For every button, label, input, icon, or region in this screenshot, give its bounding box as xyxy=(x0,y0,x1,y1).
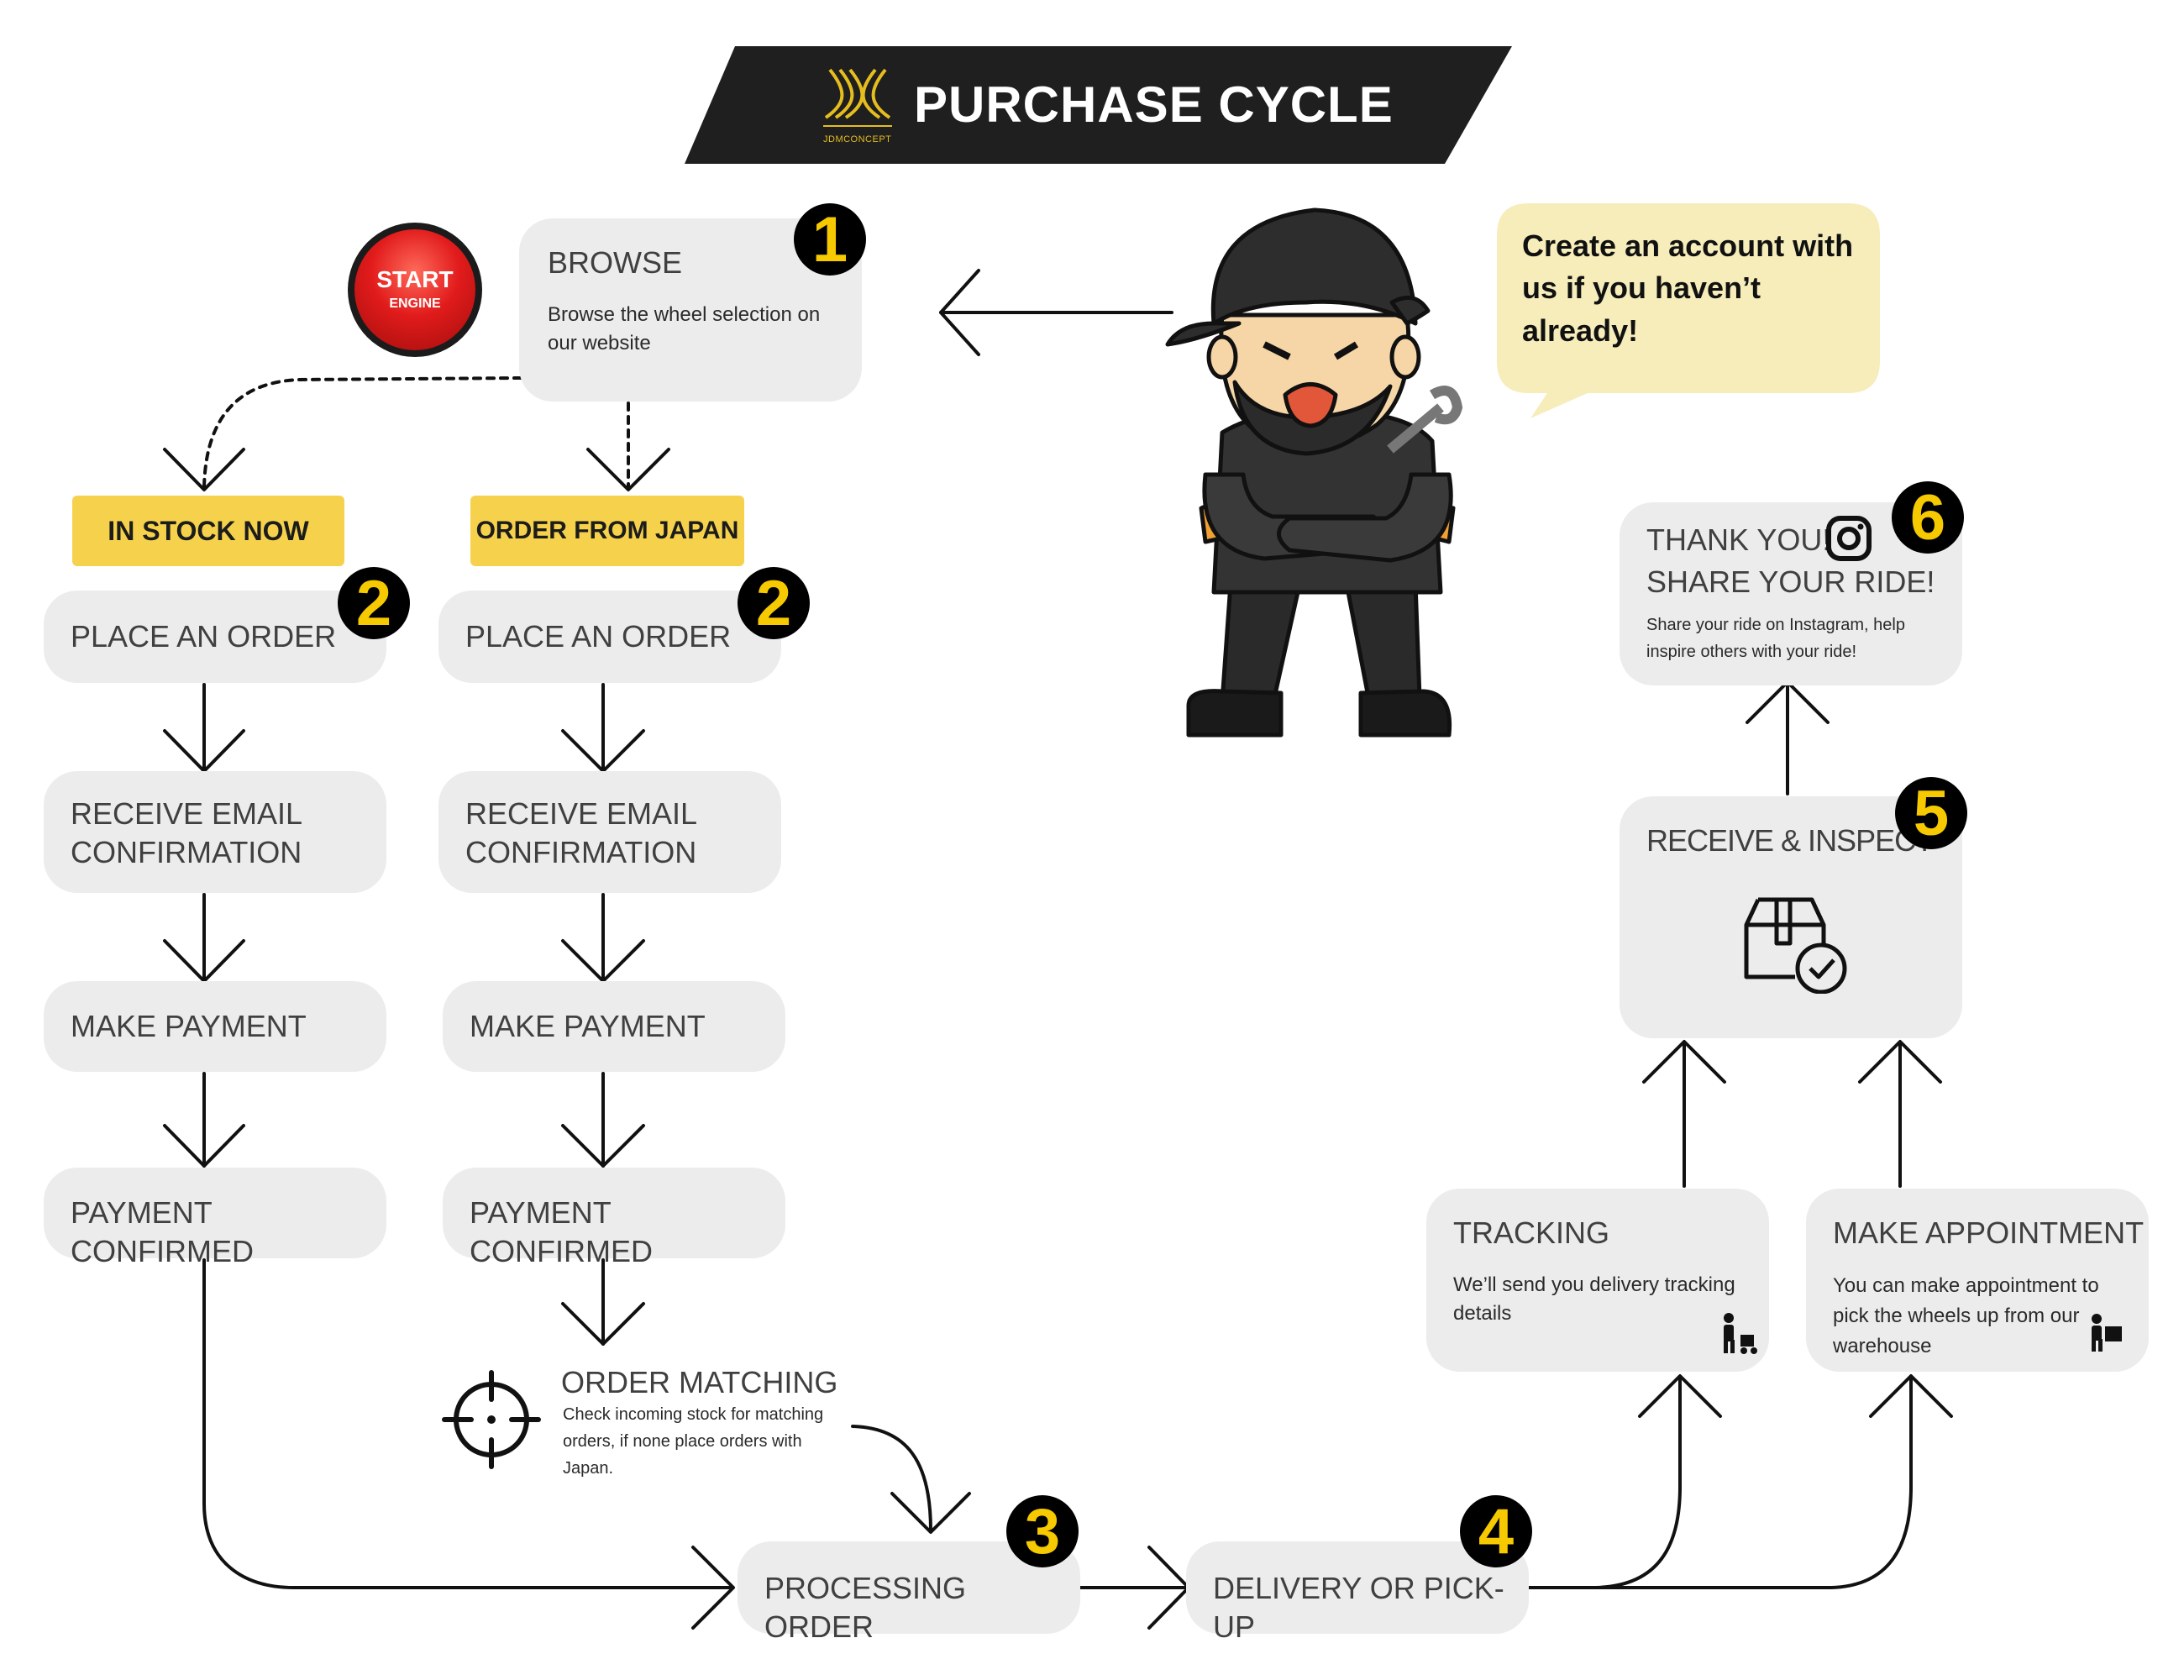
make-payment-box-japan[interactable]: MAKE PAYMENT xyxy=(443,981,785,1072)
header-banner xyxy=(685,46,1512,164)
step-badge-6: 6 xyxy=(1892,481,1964,554)
tag-order-from-japan: ORDER FROM JAPAN xyxy=(470,496,744,566)
step-badge-4: 4 xyxy=(1460,1495,1532,1567)
instagram-icon[interactable] xyxy=(1824,514,1873,563)
thank-you-title-line1: THANK YOU! xyxy=(1646,522,1831,557)
tag-in-stock-now: IN STOCK NOW xyxy=(72,496,344,566)
make-payment-title: MAKE PAYMENT xyxy=(470,1009,706,1043)
page-title: PURCHASE CYCLE xyxy=(914,76,1394,133)
crosshair-icon xyxy=(442,1370,541,1469)
receive-email-box-japan[interactable]: RECEIVE EMAIL CONFIRMATION xyxy=(438,771,781,893)
logo-text: JDMCONCEPT xyxy=(823,134,892,144)
order-matching-title: ORDER MATCHING xyxy=(561,1365,838,1399)
browse-title: BROWSE xyxy=(548,245,683,280)
start-label: START xyxy=(376,266,454,292)
step-badge-2: 2 xyxy=(738,567,810,639)
thank-you-desc: Share your ride on Instagram, help inspi… xyxy=(1646,616,1905,661)
step-badge-3: 3 xyxy=(1006,1495,1079,1567)
delivery-person-icon xyxy=(1724,1313,1757,1354)
thank-you-title-line2: SHARE YOUR RIDE! xyxy=(1646,564,1935,599)
package-check-icon xyxy=(1744,897,1847,994)
place-order-box-japan[interactable]: PLACE AN ORDER xyxy=(438,591,781,683)
order-matching-desc: Check incoming stock for matching orders… xyxy=(563,1405,824,1478)
speech-bubble-text: Create an account with us if you haven’t… xyxy=(1522,228,1854,348)
tracking-desc: We’ll send you delivery tracking details xyxy=(1453,1273,1735,1326)
receive-inspect-title: RECEIVE & INSPECT xyxy=(1646,823,1934,858)
payment-confirmed-title: PAYMENT CONFIRMED xyxy=(470,1195,653,1269)
receive-email-box-in-stock[interactable]: RECEIVE EMAIL CONFIRMATION xyxy=(44,771,386,893)
appointment-title: MAKE APPOINTMENT xyxy=(1833,1215,2145,1250)
place-order-box-in-stock[interactable]: PLACE AN ORDER xyxy=(44,591,386,683)
payment-confirmed-box-in-stock[interactable]: PAYMENT CONFIRMED xyxy=(44,1168,386,1268)
receive-email-title: RECEIVE EMAIL CONFIRMATION xyxy=(71,796,302,870)
payment-confirmed-title: PAYMENT CONFIRMED xyxy=(71,1195,254,1269)
make-payment-box-in-stock[interactable]: MAKE PAYMENT xyxy=(44,981,386,1072)
speech-bubble-shape xyxy=(1497,203,1880,418)
step-badge-2: 2 xyxy=(338,567,410,639)
place-order-title: PLACE AN ORDER xyxy=(71,619,337,654)
delivery-pickup-title: DELIVERY OR PICK-UP xyxy=(1213,1571,1504,1645)
tracking-title: TRACKING xyxy=(1453,1215,1610,1250)
start-button-face xyxy=(354,229,475,350)
browse-desc: Browse the wheel selection on our websit… xyxy=(548,303,821,355)
appointment-box[interactable]: MAKE APPOINTMENT You can make appointmen… xyxy=(1806,1189,2149,1372)
payment-confirmed-box-japan[interactable]: PAYMENT CONFIRMED xyxy=(443,1168,785,1268)
carry-box-icon xyxy=(2092,1314,2122,1352)
mechanic-mascot-illustration xyxy=(1165,207,1462,738)
place-order-title: PLACE AN ORDER xyxy=(465,619,732,654)
appointment-desc: You can make appointment to pick the whe… xyxy=(1833,1274,2099,1357)
make-payment-title: MAKE PAYMENT xyxy=(71,1009,307,1043)
step-badge-5: 5 xyxy=(1895,777,1967,849)
logo-icon xyxy=(823,68,892,127)
tracking-box[interactable]: TRACKING We’ll send you delivery trackin… xyxy=(1426,1189,1769,1372)
receive-email-title: RECEIVE EMAIL CONFIRMATION xyxy=(465,796,697,870)
start-engine-button[interactable]: START ENGINE xyxy=(348,223,482,357)
step-badge-1: 1 xyxy=(794,203,866,276)
processing-order-title: PROCESSING ORDER xyxy=(764,1571,967,1645)
engine-label: ENGINE xyxy=(389,297,441,311)
